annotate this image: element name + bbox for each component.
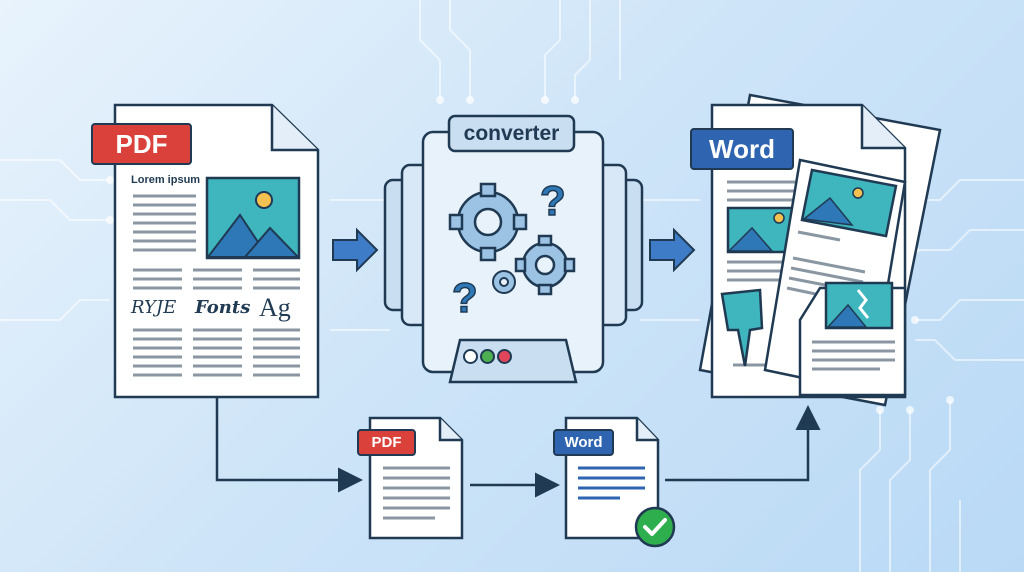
status-light bbox=[480, 349, 495, 364]
font-sample-fonts: Fonts bbox=[195, 297, 251, 318]
converter-label: converter bbox=[463, 121, 560, 145]
arrow-to-output bbox=[649, 227, 696, 273]
gear-icon-small bbox=[492, 270, 516, 294]
font-sample-script: RYJE bbox=[131, 297, 177, 318]
small-word-badge: Word bbox=[553, 429, 614, 456]
status-lights bbox=[463, 349, 523, 364]
question-mark-icon: ? bbox=[540, 177, 566, 224]
converter-machine: ? ? bbox=[383, 114, 644, 384]
flow-line-1 bbox=[215, 398, 363, 493]
image-icon bbox=[205, 176, 301, 260]
font-samples: RYJE Fonts Ag bbox=[131, 293, 306, 325]
gear-icon-medium bbox=[514, 234, 576, 296]
flow-line-3 bbox=[665, 405, 821, 482]
broken-image-icon bbox=[824, 281, 894, 330]
check-circle-icon bbox=[634, 506, 676, 548]
gear-icon-large bbox=[448, 182, 528, 262]
image-icon bbox=[800, 168, 898, 238]
pdf-badge: PDF bbox=[91, 123, 192, 165]
status-light bbox=[463, 349, 478, 364]
font-sample-ag: Ag bbox=[259, 293, 291, 322]
question-mark-icon: ? bbox=[452, 274, 478, 321]
arrow-to-converter bbox=[332, 227, 379, 273]
document-heading: Lorem ipsum bbox=[131, 174, 201, 186]
status-light bbox=[497, 349, 512, 364]
output-word-document bbox=[698, 93, 942, 407]
word-badge: Word bbox=[690, 128, 794, 170]
source-pdf-document bbox=[113, 103, 320, 399]
small-pdf-badge: PDF bbox=[357, 429, 416, 456]
